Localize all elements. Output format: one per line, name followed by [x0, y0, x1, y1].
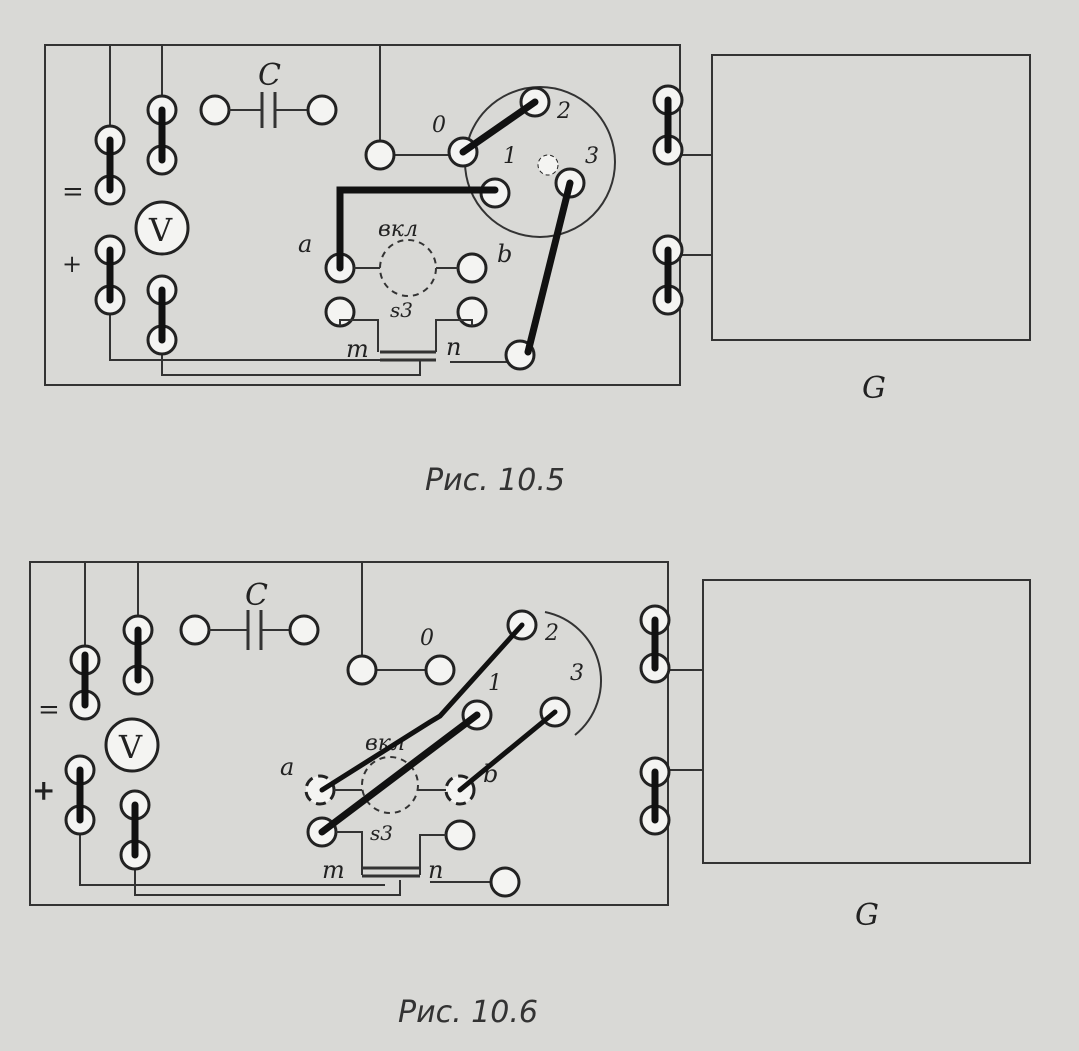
fig2-voltmeter-label: V: [118, 728, 143, 766]
fig2-cap-label: C: [245, 578, 268, 613]
fig2-terminal: [444, 819, 476, 851]
fig2-cap-terminal: [179, 614, 211, 646]
fig2-switch-terminal-0: [346, 654, 378, 686]
fig2-jumper-a-2: [319, 622, 525, 793]
fig1-device-box: [711, 54, 1031, 341]
fig2-terminal-n: [489, 866, 521, 898]
fig2-switch-contact: [424, 654, 456, 686]
fig1-label-b: b: [497, 240, 512, 268]
fig1-s3-label: s3: [390, 298, 413, 322]
fig2-cap-terminal: [288, 614, 320, 646]
fig2-switch-label-3: 3: [570, 661, 584, 686]
fig1-jumper-0-2: [459, 98, 539, 156]
fig1-voltmeter-label: V: [148, 211, 173, 249]
fig1-jumper-a-1: [336, 186, 499, 272]
fig1-switch-center: [537, 154, 559, 176]
fig1-switch-label-1: 1: [503, 144, 517, 169]
fig2-device-box: [702, 579, 1031, 864]
fig1-switch-label-2: 2: [556, 99, 571, 124]
fig1-s3-contacts: [339, 319, 473, 352]
fig1-voltmeter: [134, 200, 190, 256]
fig1-device-label: G: [862, 371, 886, 406]
fig2-minus-label: =: [38, 695, 60, 725]
fig2-plus-label: +: [32, 774, 55, 807]
fig1-minus-label: =: [62, 177, 84, 207]
fig1-label-n: n: [446, 333, 461, 361]
fig2-label-n: n: [428, 856, 443, 884]
fig2-switch-label-0: 0: [420, 626, 434, 651]
fig2-vkl-ring: [361, 756, 419, 814]
fig1-jumper-3-n: [524, 179, 574, 356]
fig1-label-m: m: [346, 335, 369, 363]
fig1-switch-terminal-0: [364, 139, 396, 171]
fig1-vkl-ring: [379, 239, 437, 297]
fig1-wire-bottom2: [161, 340, 421, 376]
fig1-wire-bottom: [109, 300, 400, 361]
fig2-wire-bottom2: [134, 855, 401, 896]
fig2-jumper-m-1: [318, 711, 481, 836]
fig1-cap-terminal: [199, 94, 231, 126]
fig1-label-a: a: [298, 230, 312, 258]
fig1-switch-label-3: 3: [585, 144, 599, 169]
fig1-switch-label-0: 0: [432, 113, 446, 138]
fig1-terminal-b: [456, 252, 488, 284]
fig1-cap-terminal: [306, 94, 338, 126]
fig2-s3-contacts: [336, 831, 446, 875]
fig2-label-a: a: [280, 753, 294, 781]
fig2-label-m: m: [322, 856, 345, 884]
fig2-switch-ring: [544, 611, 602, 736]
fig2-jumper-3-b: [457, 709, 558, 793]
fig2-outer-frame: [29, 561, 669, 906]
fig2-s3-label: s3: [370, 821, 393, 845]
fig2-switch-label-2: 2: [544, 621, 559, 646]
fig1-caption: Рис. 10.5: [425, 463, 565, 498]
fig1-outer-frame: [44, 44, 681, 386]
fig2-caption: Рис. 10.6: [398, 995, 538, 1030]
fig2-wire-bottom: [79, 820, 385, 886]
fig1-cap-label: C: [258, 58, 281, 93]
fig2-switch-label-1: 1: [488, 671, 502, 696]
fig2-voltmeter: [104, 717, 160, 773]
fig1-plus-label: +: [62, 250, 82, 278]
figure-10-5: = + V C 0 1 2 3 вкл: [44, 44, 1031, 498]
fig2-device-label: G: [855, 898, 879, 933]
fig1-vkl-label: вкл: [378, 217, 418, 242]
figure-10-6: = + V C 0 1 2 3 вкл a b s3: [29, 561, 1031, 1030]
